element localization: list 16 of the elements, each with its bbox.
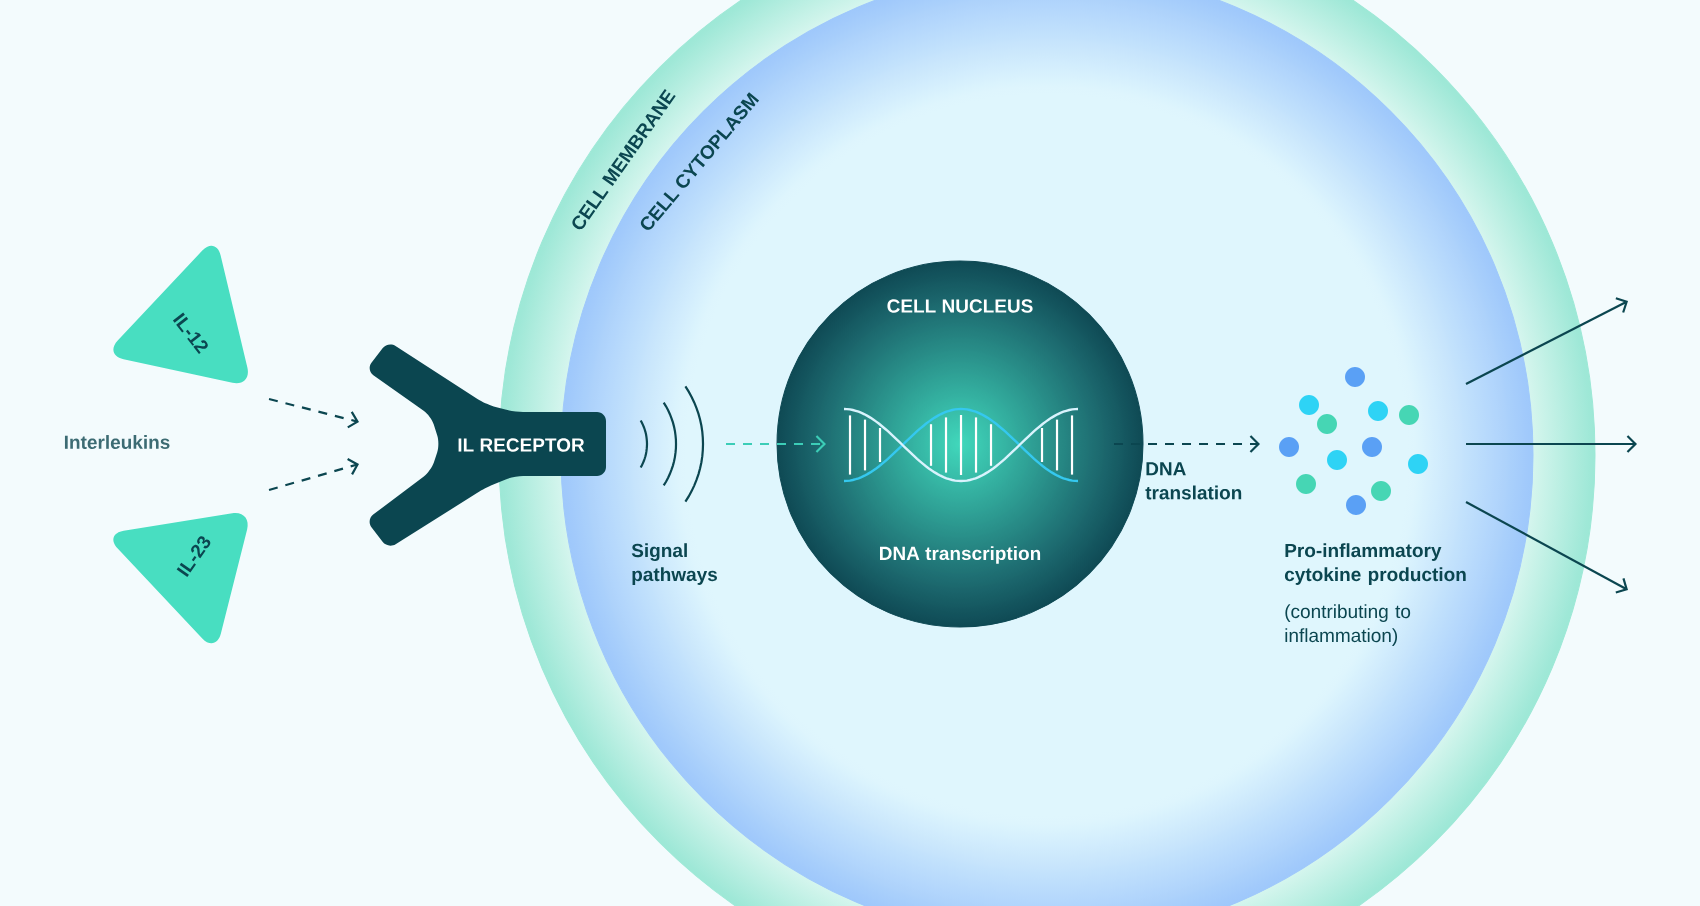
side-label: Interleukins — [64, 435, 170, 449]
arrow — [726, 435, 826, 453]
node-label: CELL NUCLEUS — [887, 299, 1033, 313]
cytokine-dots-drawing — [1279, 367, 1428, 515]
node-label: (contributing to inflammation) — [1285, 604, 1411, 646]
signal-waves-drawing — [639, 385, 705, 503]
arrow — [268, 458, 359, 492]
node-label: Signal pathways — [631, 543, 717, 585]
node-label: Pro-inflammatory cytokine production — [1284, 543, 1466, 585]
arrow — [268, 397, 359, 429]
edge-label: DNA translation — [1145, 462, 1242, 500]
arrow — [1465, 501, 1628, 594]
arrow — [1466, 435, 1637, 453]
arrow — [1465, 297, 1628, 385]
node-label: DNA transcription — [880, 546, 1041, 564]
arrow — [1114, 435, 1260, 453]
